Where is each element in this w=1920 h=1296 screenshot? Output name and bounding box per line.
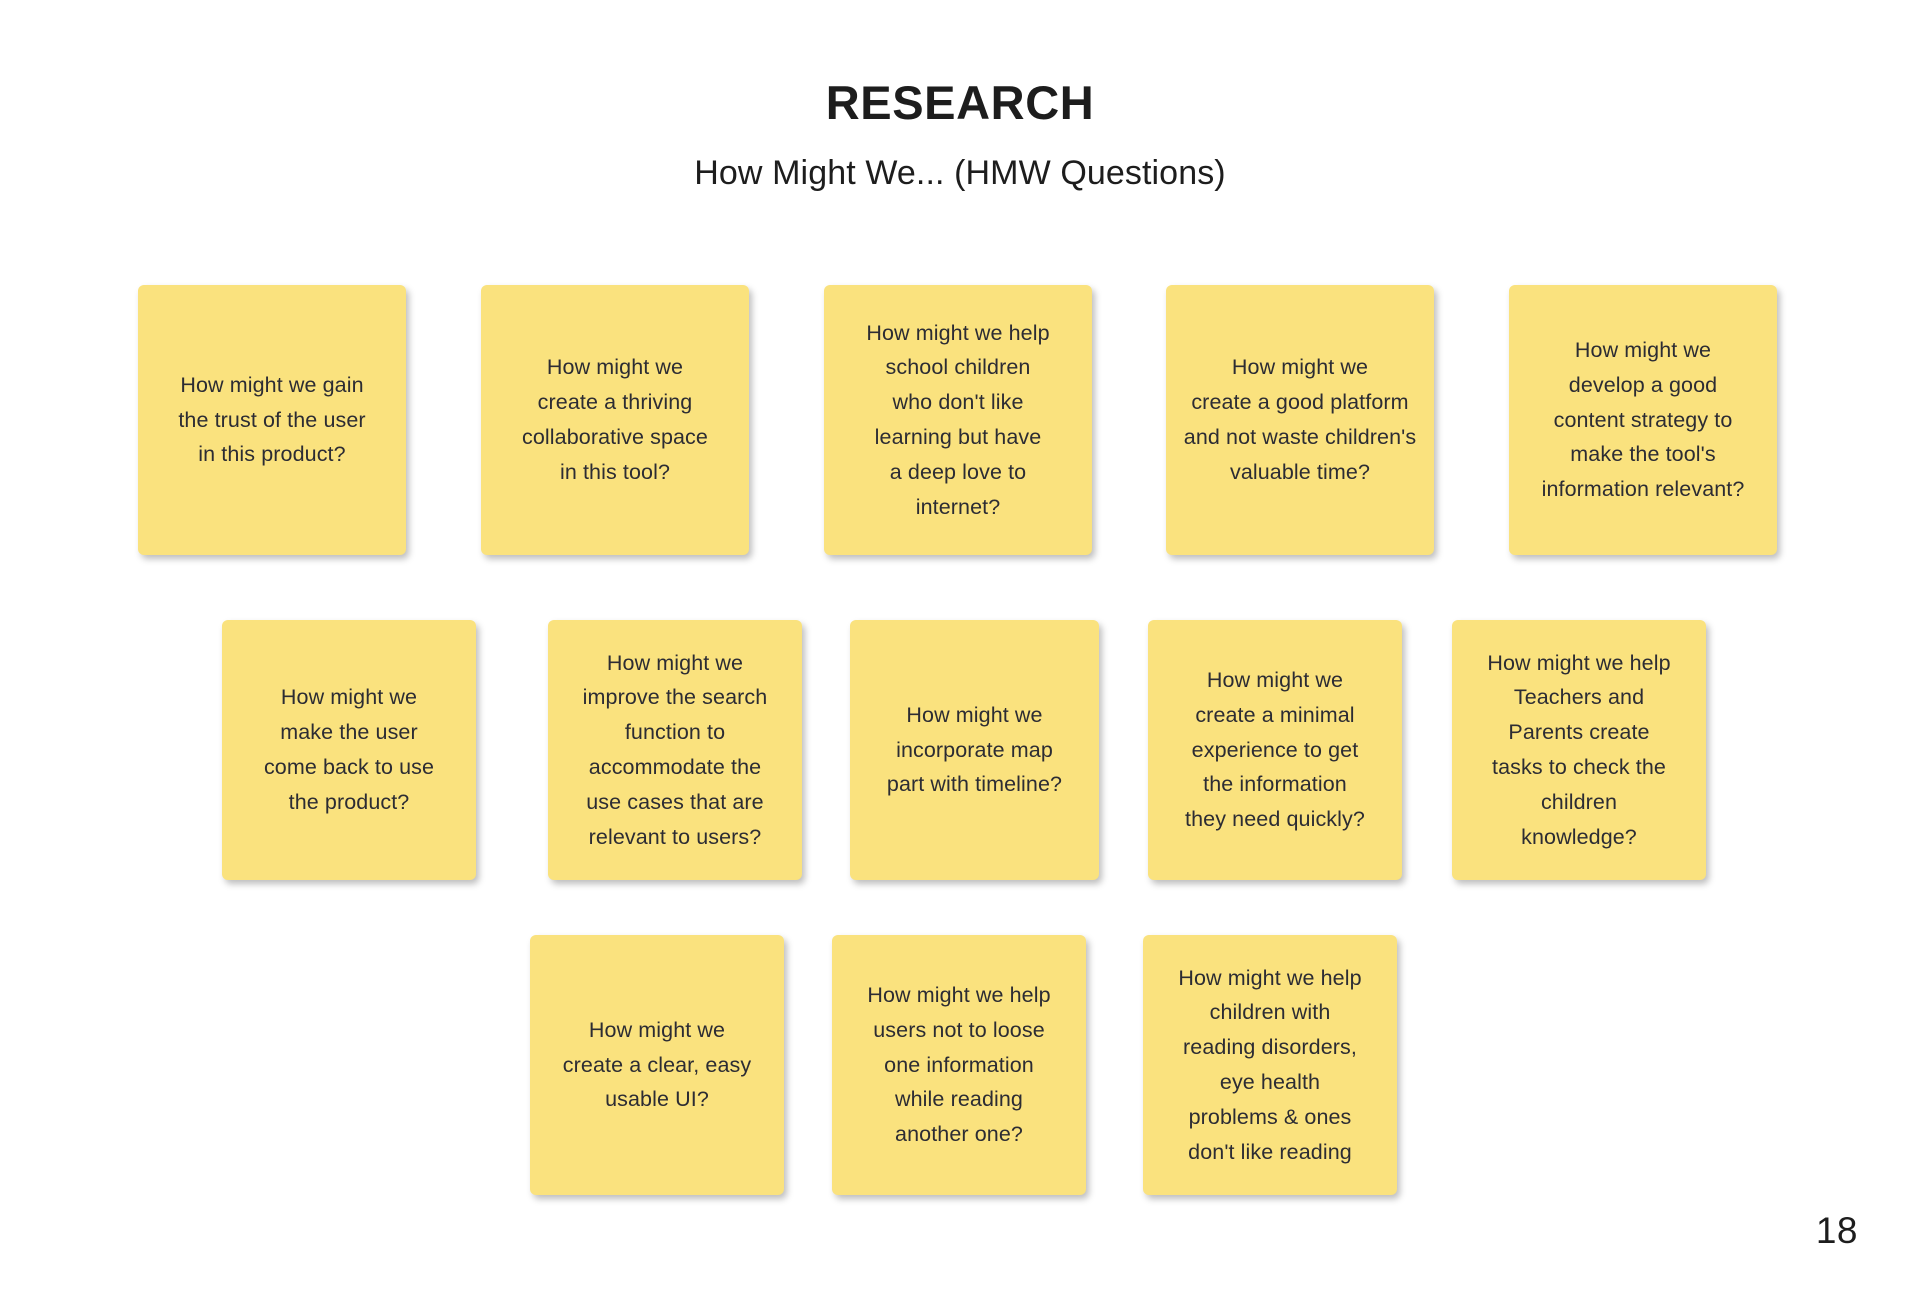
- sticky-note-text: How might we create a thriving collabora…: [522, 355, 708, 484]
- sticky-note-text: How might we improve the search function…: [582, 650, 768, 849]
- sticky-note[interactable]: How might we create a good platform and …: [1166, 285, 1434, 555]
- slide-header: RESEARCH How Might We... (HMW Questions): [0, 0, 1920, 193]
- sticky-note[interactable]: How might we help users not to loose one…: [832, 935, 1086, 1195]
- sticky-note[interactable]: How might we help children with reading …: [1143, 935, 1397, 1195]
- sticky-note[interactable]: How might we create a minimal experience…: [1148, 620, 1402, 880]
- page-subtitle: How Might We... (HMW Questions): [694, 154, 1226, 193]
- sticky-note-text: How might we gain the trust of the user …: [178, 372, 366, 467]
- sticky-note-text: How might we incorporate map part with t…: [886, 702, 1063, 797]
- sticky-note-text: How might we create a clear, easy usable…: [562, 1017, 752, 1112]
- sticky-note-text: How might we help school children who do…: [866, 320, 1050, 519]
- sticky-note-text: How might we help children with reading …: [1178, 965, 1362, 1164]
- sticky-note[interactable]: How might we make the user come back to …: [222, 620, 476, 880]
- sticky-note[interactable]: How might we create a thriving collabora…: [481, 285, 749, 555]
- sticky-note[interactable]: How might we create a clear, easy usable…: [530, 935, 784, 1195]
- sticky-note[interactable]: How might we incorporate map part with t…: [850, 620, 1099, 880]
- page-number: 18: [1815, 1210, 1858, 1251]
- sticky-note-text: How might we create a good platform and …: [1183, 355, 1417, 484]
- sticky-note[interactable]: How might we gain the trust of the user …: [138, 285, 406, 555]
- sticky-note[interactable]: How might we help school children who do…: [824, 285, 1092, 555]
- page-title: RESEARCH: [825, 76, 1095, 129]
- sticky-note-text: How might we develop a good content stra…: [1541, 337, 1745, 502]
- sticky-note-text: How might we help users not to loose one…: [867, 982, 1051, 1147]
- sticky-note-text: How might we help Teachers and Parents c…: [1487, 650, 1671, 849]
- sticky-note-text: How might we make the user come back to …: [263, 685, 435, 814]
- sticky-note[interactable]: How might we improve the search function…: [548, 620, 802, 880]
- sticky-note[interactable]: How might we develop a good content stra…: [1509, 285, 1777, 555]
- sticky-note[interactable]: How might we help Teachers and Parents c…: [1452, 620, 1706, 880]
- sticky-note-text: How might we create a minimal experience…: [1185, 667, 1365, 832]
